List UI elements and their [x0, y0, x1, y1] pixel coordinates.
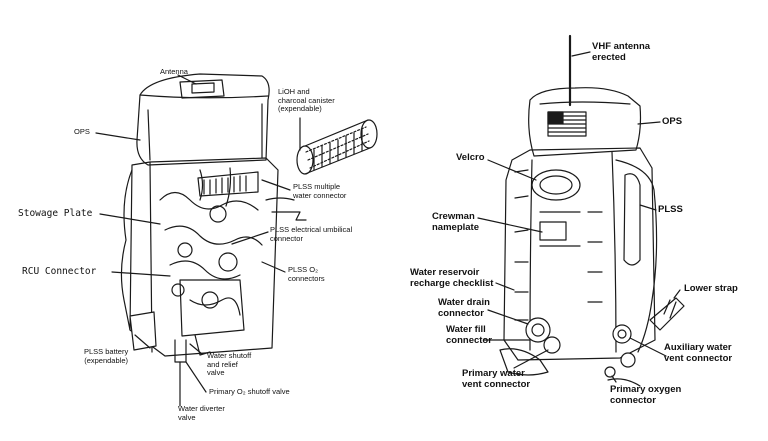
antenna-housing: [179, 79, 225, 99]
left-unit-drawing: [95, 73, 378, 407]
label-ops-right: OPS: [662, 116, 683, 127]
battery-shape: [129, 311, 157, 351]
label-primary-oxygen: Primary oxygen connector: [610, 384, 682, 406]
label-plss-electrical: PLSS electrical umbilical connector: [270, 225, 353, 243]
label-plss-o2: PLSS O₂ connectors: [288, 265, 325, 283]
nameplate-shape: [539, 221, 567, 241]
label-water-shutoff: Water shutoff and relief valve: [207, 351, 252, 378]
label-antenna: Antenna: [160, 67, 188, 76]
label-water-fill: Water fill connector: [446, 324, 492, 346]
label-velcro: Velcro: [456, 152, 485, 163]
label-crewman-nameplate: Crewman nameplate: [432, 211, 479, 233]
label-primary-o2-shutoff: Primary O₂ shutoff valve: [209, 387, 290, 396]
bottom-connectors-shape: [499, 317, 641, 387]
label-primary-water-vent: Primary water vent connector: [462, 368, 531, 390]
label-lioh-canister: LiOH and charcoal canister (expendable): [278, 87, 335, 114]
label-water-drain: Water drain connector: [438, 297, 490, 319]
label-vhf-antenna: VHF antenna erected: [592, 41, 651, 63]
lioh-canister-shape: [296, 119, 378, 175]
label-lower-strap: Lower strap: [684, 283, 738, 294]
label-plss-right: PLSS: [658, 204, 683, 215]
label-auxiliary-water: Auxiliary water vent connector: [664, 342, 733, 364]
label-plss-multiple-water: PLSS multiple water connector: [293, 182, 347, 200]
label-water-diverter: Water diverter valve: [178, 404, 225, 422]
right-unit-drawing: [477, 34, 685, 387]
label-stowage-plate: Stowage Plate: [18, 208, 93, 219]
label-ops-left: OPS: [74, 127, 90, 136]
label-water-reservoir: Water reservoir recharge checklist: [410, 267, 494, 289]
velcro-patch-shape: [531, 169, 581, 201]
label-rcu-connector: RCU Connector: [22, 266, 97, 277]
label-plss-battery: PLSS battery (expendable): [84, 347, 129, 365]
flag-shape: [547, 111, 587, 137]
